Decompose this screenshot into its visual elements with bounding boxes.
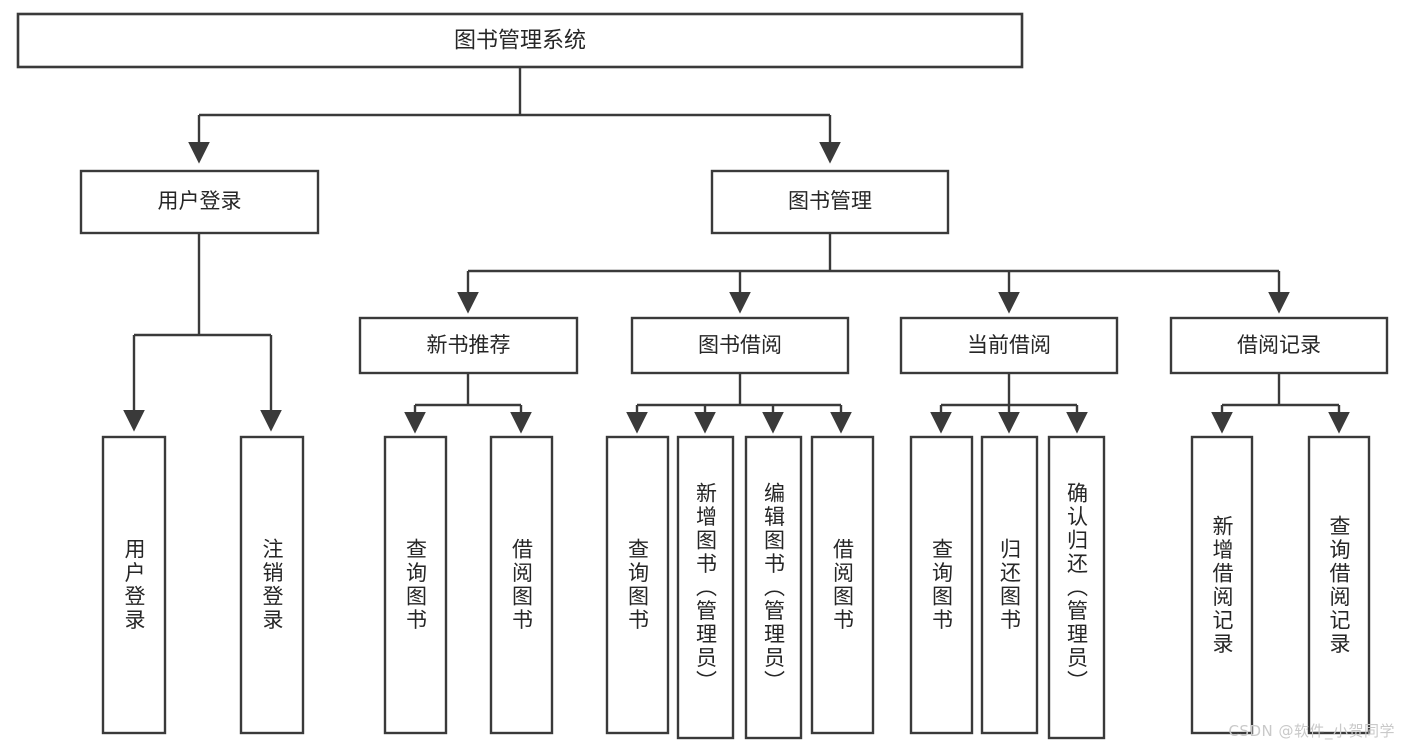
node-root-box[interactable] xyxy=(16,12,1024,69)
node-root[interactable]: 图书管理系统 xyxy=(16,12,1024,69)
node-current-borrow-label: 当前借阅 xyxy=(967,333,1051,357)
connector-new-book-recommend-to-leaves xyxy=(404,373,532,434)
node-book-borrow[interactable]: 图书借阅 xyxy=(630,316,850,375)
connector-current-borrow-to-leaves xyxy=(930,373,1088,434)
leaf-box-edit-book[interactable] xyxy=(744,435,803,740)
leaf-box-query-book-2[interactable] xyxy=(605,435,670,735)
connector-user-login-to-leaves xyxy=(123,233,282,432)
node-user-login-box[interactable] xyxy=(79,169,320,235)
leaf-box-query-book-3[interactable] xyxy=(909,435,974,735)
leaf-box-add-book[interactable] xyxy=(676,435,735,740)
leaf-box-user-login[interactable] xyxy=(101,435,167,735)
leaf-box-borrow-book-2[interactable] xyxy=(810,435,875,735)
leaf-box-confirm-return[interactable] xyxy=(1047,435,1106,740)
connector-book-borrow-to-leaves xyxy=(626,373,852,434)
leaf-box-logout[interactable] xyxy=(239,435,305,735)
connector-book-manage-to-level2 xyxy=(457,233,1290,314)
leaf-box-add-record[interactable] xyxy=(1190,435,1254,735)
leaf-box-query-book-1[interactable] xyxy=(383,435,448,735)
node-book-borrow-label: 图书借阅 xyxy=(698,333,782,357)
connector-borrow-record-to-leaves xyxy=(1211,373,1350,434)
node-root-label: 图书管理系统 xyxy=(454,29,586,54)
node-book-manage-label: 图书管理 xyxy=(788,189,872,213)
node-borrow-record-label: 借阅记录 xyxy=(1237,333,1321,357)
node-new-book-recommend[interactable]: 新书推荐 xyxy=(358,316,579,375)
node-user-login[interactable]: 用户登录 xyxy=(79,169,320,235)
node-borrow-record[interactable]: 借阅记录 xyxy=(1169,316,1389,375)
node-new-book-recommend-box[interactable] xyxy=(358,316,579,375)
node-current-borrow[interactable]: 当前借阅 xyxy=(899,316,1119,375)
node-new-book-recommend-label: 新书推荐 xyxy=(427,333,511,357)
leaf-box-borrow-book-1[interactable] xyxy=(489,435,554,735)
node-book-manage[interactable]: 图书管理 xyxy=(710,169,950,235)
leaf-box-query-record[interactable] xyxy=(1307,435,1371,735)
node-current-borrow-box[interactable] xyxy=(899,316,1119,375)
node-user-login-label: 用户登录 xyxy=(158,189,242,213)
leaf-box-return-book[interactable] xyxy=(980,435,1039,735)
connector-root-to-level1 xyxy=(188,67,841,164)
watermark-text: CSDN @软件_小贺同学 xyxy=(1228,722,1395,740)
